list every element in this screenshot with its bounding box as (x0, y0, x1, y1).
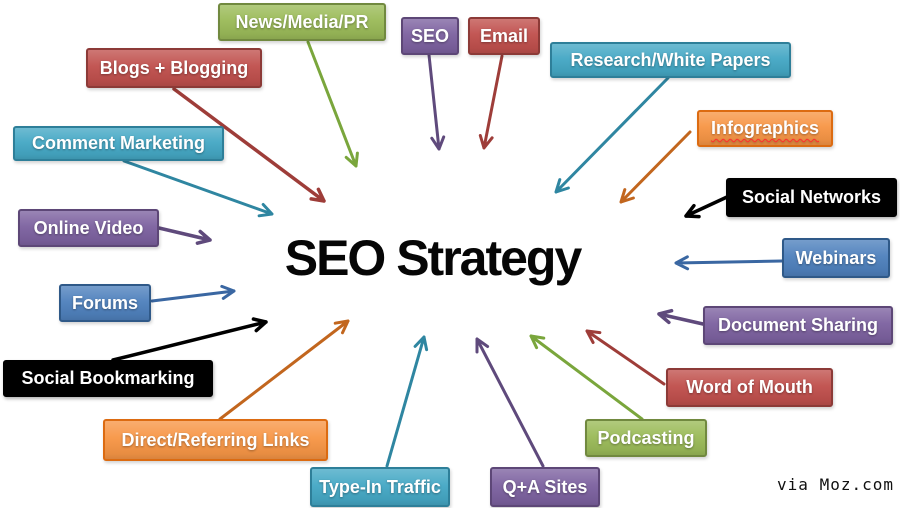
node-label-email: Email (479, 25, 529, 46)
node-forums: Forums (59, 284, 151, 322)
arrow-online-video (157, 226, 212, 245)
arrow-email (478, 54, 504, 150)
node-qa-sites: Q+A Sites (490, 467, 600, 507)
node-document-sharing: Document Sharing (703, 306, 893, 345)
node-label-comment-marketing: Comment Marketing (31, 133, 206, 153)
node-comment-marketing: Comment Marketing (13, 126, 224, 161)
arrow-forums (150, 284, 236, 303)
node-label-document-sharing: Document Sharing (717, 315, 878, 335)
node-label-word-of-mouth: Word of Mouth (686, 377, 813, 397)
node-label-research-white-papers: Research/White Papers (570, 49, 771, 70)
node-label-type-in-traffic: Type-In Traffic (319, 476, 441, 497)
node-label-social-networks: Social Networks (741, 187, 882, 207)
node-label-direct-referring-links: Direct/Referring Links (121, 429, 310, 450)
arrow-type-in-traffic (385, 335, 429, 468)
arrow-comment-marketing (122, 159, 274, 218)
node-blogs-blogging: Blogs + Blogging (86, 48, 262, 88)
node-label-forums: Forums (71, 292, 138, 313)
arrow-word-of-mouth (585, 329, 666, 386)
arrow-research-white-papers (554, 76, 670, 194)
node-email: Email (468, 17, 540, 55)
node-label-podcasting: Podcasting (597, 427, 695, 448)
arrow-blogs-blogging (172, 87, 326, 203)
node-type-in-traffic: Type-In Traffic (310, 467, 450, 507)
node-label-social-bookmarking: Social Bookmarking (21, 368, 195, 388)
node-podcasting: Podcasting (585, 419, 707, 457)
node-label-news-media-pr: News/Media/PR (235, 11, 369, 32)
node-news-media-pr: News/Media/PR (218, 3, 386, 41)
node-infographics: Infographics (697, 110, 833, 147)
node-webinars: Webinars (782, 238, 890, 278)
node-social-bookmarking: Social Bookmarking (3, 360, 213, 397)
node-online-video: Online Video (18, 209, 159, 247)
attribution-text: via Moz.com (777, 475, 894, 494)
node-label-qa-sites: Q+A Sites (502, 476, 588, 497)
node-label-blogs-blogging: Blogs + Blogging (99, 57, 249, 78)
arrow-webinars (674, 255, 784, 271)
arrow-infographics (619, 130, 692, 204)
node-word-of-mouth: Word of Mouth (666, 368, 833, 407)
arrow-seo (427, 53, 446, 151)
arrow-direct-referring-links (218, 319, 350, 421)
arrow-social-bookmarking (111, 317, 268, 362)
arrow-social-networks (684, 195, 729, 219)
node-label-webinars: Webinars (795, 247, 877, 268)
arrow-news-media-pr (306, 40, 359, 168)
arrow-podcasting (529, 334, 644, 421)
node-direct-referring-links: Direct/Referring Links (103, 419, 328, 461)
node-social-networks: Social Networks (726, 178, 897, 217)
node-research-white-papers: Research/White Papers (550, 42, 791, 78)
node-label-online-video: Online Video (33, 217, 144, 238)
node-seo: SEO (401, 17, 459, 55)
diagram-title: SEO Strategy (284, 230, 583, 286)
arrow-qa-sites (475, 337, 545, 468)
arrow-document-sharing (657, 308, 705, 326)
node-label-infographics: Infographics (710, 118, 819, 138)
node-label-seo: SEO (410, 25, 449, 46)
